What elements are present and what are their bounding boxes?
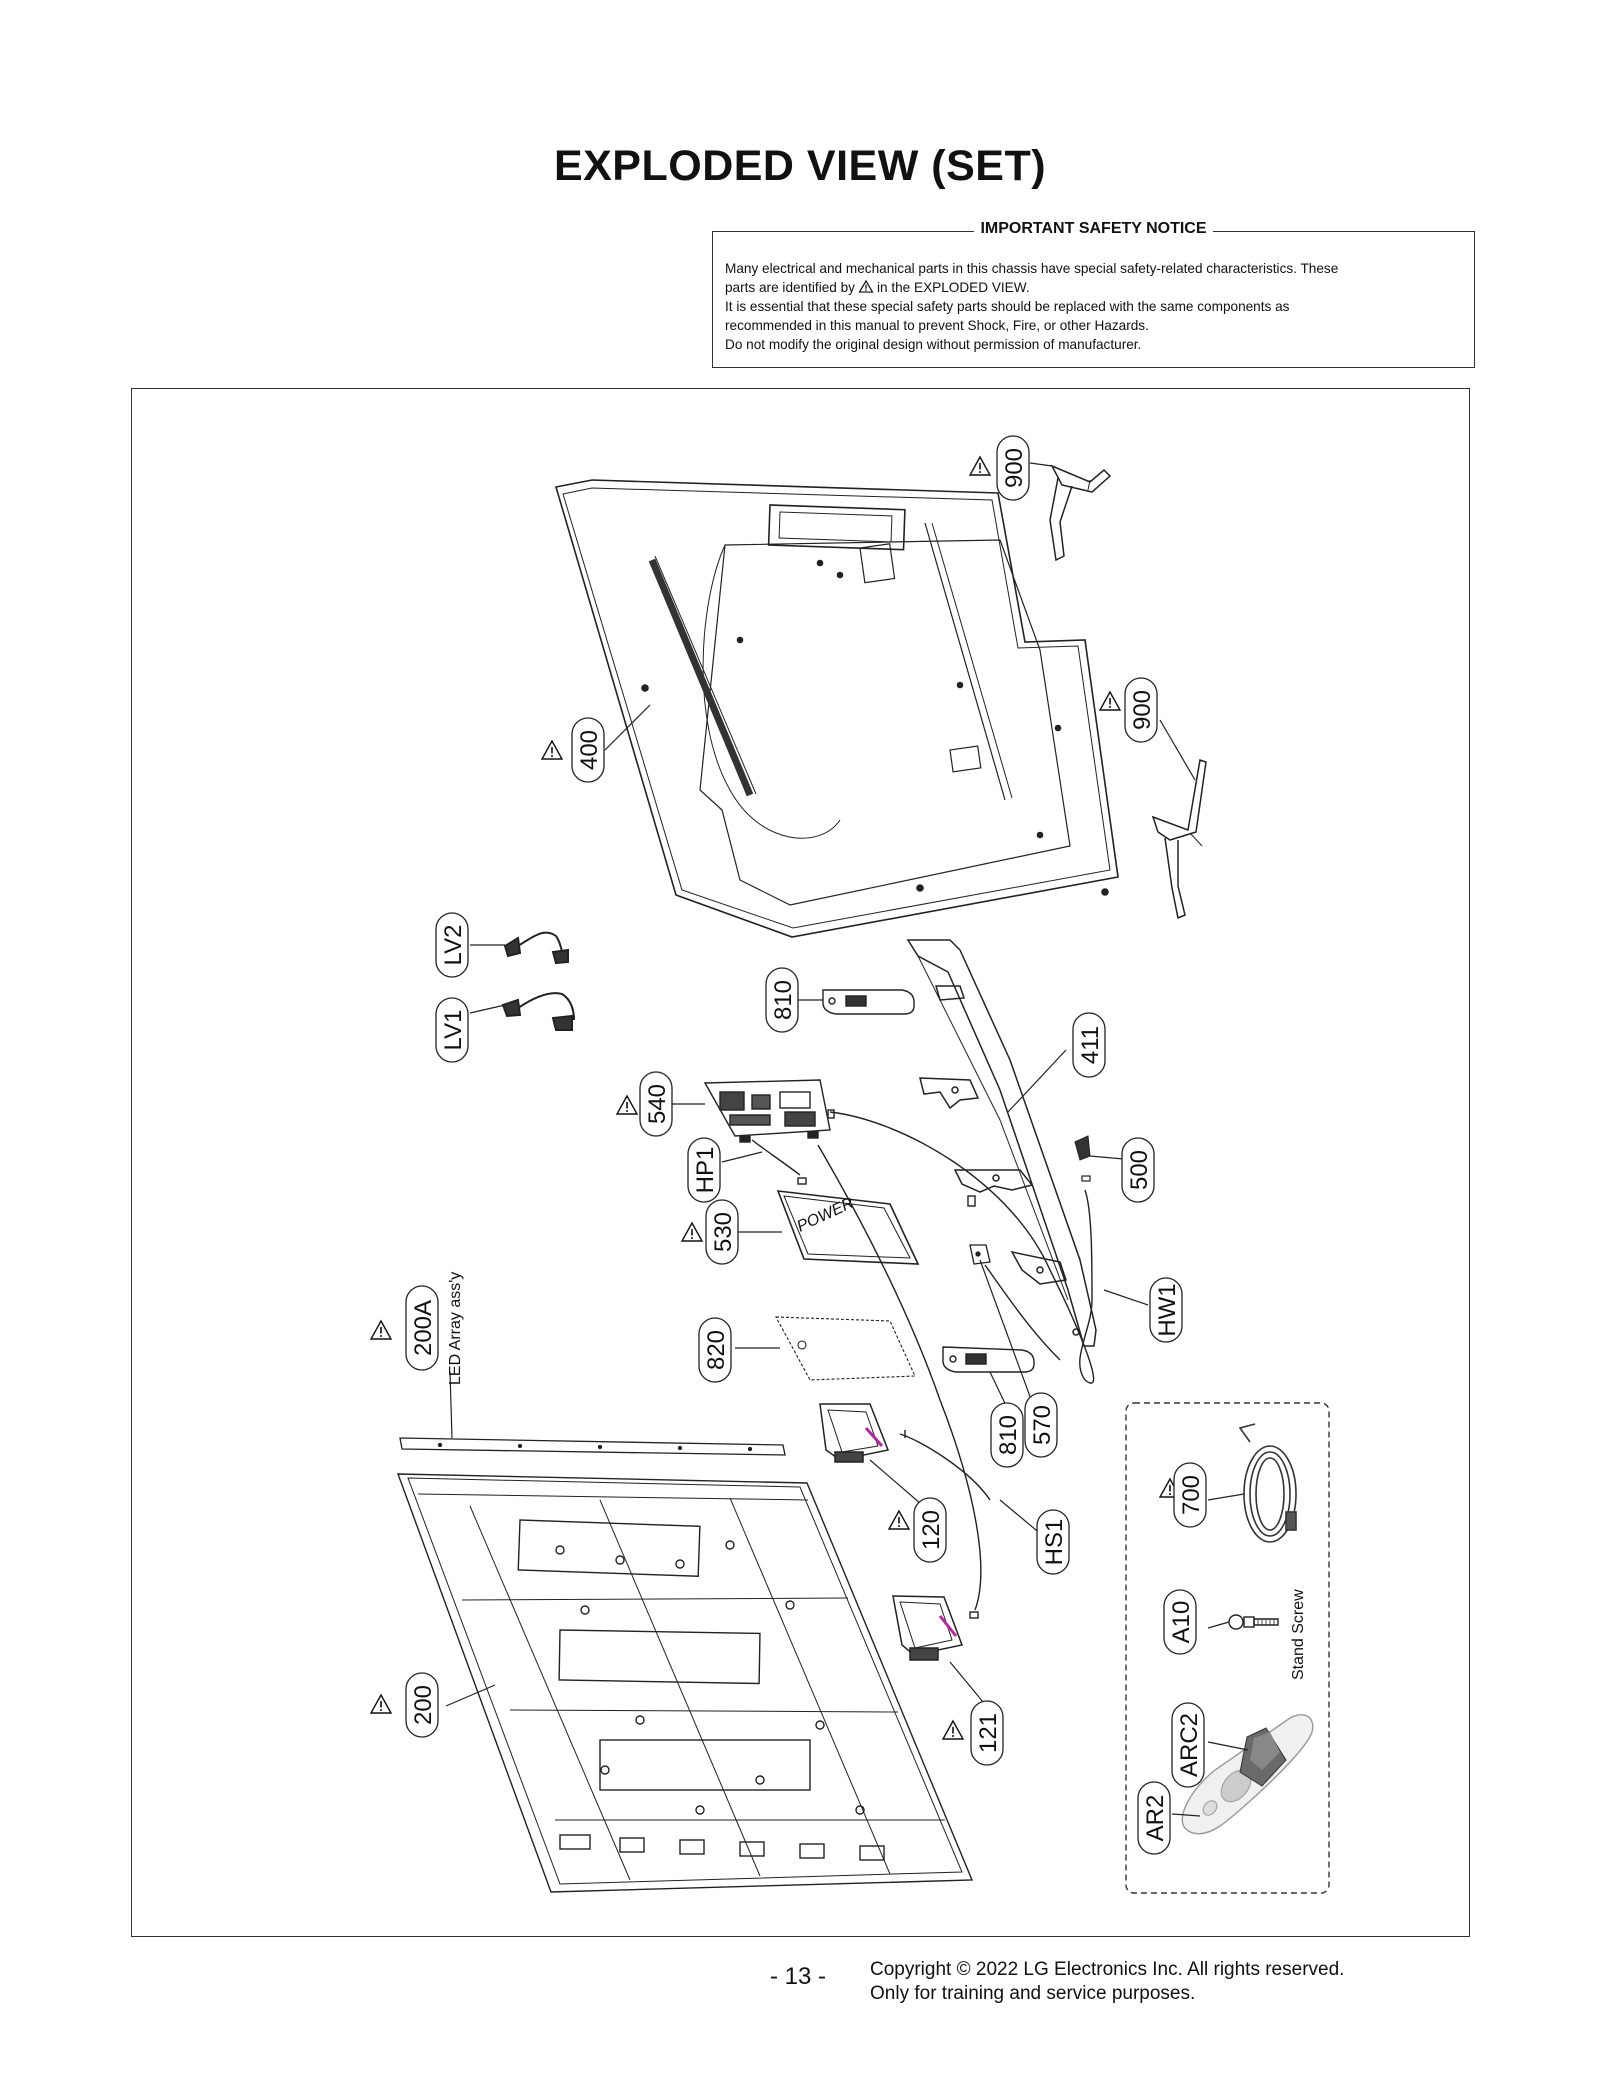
svg-text:LV2: LV2 <box>440 925 467 966</box>
part-label-200a: 200A <box>405 1285 439 1371</box>
power-cord-700 <box>1238 1423 1297 1543</box>
notice-line-1: Many electrical and mechanical parts in … <box>725 261 1339 276</box>
part-label-500: 500 <box>1121 1137 1155 1203</box>
svg-text:121: 121 <box>975 1713 1002 1753</box>
part-570 <box>969 1244 991 1265</box>
part-label-120: 120 <box>913 1497 947 1563</box>
part-label-lv2: LV2 <box>435 912 469 978</box>
part-label-lv1: LV1 <box>435 997 469 1063</box>
svg-text:ARC2: ARC2 <box>1176 1713 1203 1777</box>
svg-text:LV1: LV1 <box>440 1010 467 1051</box>
warning-icon <box>969 456 991 476</box>
leader-lines <box>445 462 1249 1817</box>
warning-icon <box>616 1095 638 1115</box>
stand-900-lower <box>1151 759 1207 920</box>
warning-icon <box>681 1222 703 1242</box>
svg-text:HP1: HP1 <box>692 1147 719 1194</box>
part-label-530: 530 <box>705 1199 739 1265</box>
warning-triangle-icon <box>858 280 874 293</box>
shield-820 <box>775 1316 916 1381</box>
accessory-box <box>1125 1402 1330 1894</box>
svg-text:500: 500 <box>1126 1150 1153 1190</box>
power-board-530: POWER <box>776 1190 920 1265</box>
part-label-400: 400 <box>571 717 605 783</box>
notice-line-4: recommended in this manual to prevent Sh… <box>725 318 1149 333</box>
panel-200 <box>396 1473 974 1893</box>
warning-icon <box>888 1510 910 1530</box>
svg-text:AR2: AR2 <box>1142 1795 1169 1842</box>
svg-text:900: 900 <box>1001 448 1028 488</box>
notice-line-5: Do not modify the original design withou… <box>725 337 1142 352</box>
part-label-820: 820 <box>698 1317 732 1383</box>
part-label-arc2: ARC2 <box>1171 1702 1205 1788</box>
frame-411 <box>906 939 1097 1347</box>
svg-text:530: 530 <box>710 1212 737 1252</box>
svg-text:900: 900 <box>1129 690 1156 730</box>
svg-text:HS1: HS1 <box>1041 1519 1068 1566</box>
warning-icon <box>541 740 563 760</box>
part-label-121: 121 <box>970 1700 1004 1766</box>
stand-900-upper <box>1049 464 1112 562</box>
wires <box>751 1109 1095 1619</box>
back-cover-400 <box>554 479 1119 938</box>
led-array-200a <box>399 1437 786 1456</box>
part-label-810b: 810 <box>990 1402 1024 1468</box>
page-number: - 13 - <box>770 1963 827 1990</box>
part-label-hp1: HP1 <box>687 1137 721 1203</box>
svg-text:810: 810 <box>995 1415 1022 1455</box>
part-label-hs1: HS1 <box>1036 1509 1070 1575</box>
bracket-810-upper <box>822 989 915 1015</box>
part-label-411: 411 <box>1072 1012 1106 1078</box>
svg-text:120: 120 <box>918 1510 945 1550</box>
main-board-540 <box>703 1079 831 1143</box>
exploded-view-frame <box>131 388 1470 1937</box>
stand-screw-note: Stand Screw <box>1290 1589 1307 1680</box>
training-line: Only for training and service purposes. <box>870 1983 1196 2004</box>
part-500 <box>1074 1135 1091 1182</box>
part-label-570: 570 <box>1024 1392 1058 1458</box>
part-label-700: 700 <box>1173 1462 1207 1528</box>
page-title: EXPLODED VIEW (SET) <box>553 142 1047 190</box>
part-label-hw1: HW1 <box>1149 1277 1183 1343</box>
part-label-900a: 900 <box>996 435 1030 501</box>
part-label-200: 200 <box>405 1672 439 1738</box>
notice-line-3: It is essential that these special safet… <box>725 299 1290 314</box>
svg-text:810: 810 <box>770 980 797 1020</box>
part-label-a10: A10 <box>1163 1589 1197 1655</box>
svg-text:820: 820 <box>703 1330 730 1370</box>
speaker-120 <box>819 1403 890 1463</box>
bracket-810-lower <box>942 1346 1035 1373</box>
footer-copyright: Copyright © 2022 LG Electronics Inc. All… <box>870 1958 1344 2006</box>
part-label-540: 540 <box>639 1071 673 1137</box>
svg-text:200A: 200A <box>410 1300 437 1356</box>
part-label-900b: 900 <box>1124 677 1158 743</box>
svg-text:540: 540 <box>644 1084 671 1124</box>
stand-screw-a10 <box>1228 1614 1279 1630</box>
lv2-cable <box>503 931 569 965</box>
warning-icon <box>370 1320 392 1340</box>
part-label-ar2: AR2 <box>1137 1781 1171 1855</box>
safety-notice-title: IMPORTANT SAFETY NOTICE <box>974 220 1213 237</box>
part-label-810a: 810 <box>765 967 799 1033</box>
safety-notice-body: Many electrical and mechanical parts in … <box>725 259 1463 354</box>
lv1-cable <box>501 992 575 1031</box>
led-array-note: LED Array ass'y <box>447 1272 464 1385</box>
warning-icon <box>370 1694 392 1714</box>
svg-text:A10: A10 <box>1168 1601 1195 1644</box>
safety-notice-box: IMPORTANT SAFETY NOTICE Many electrical … <box>712 220 1475 368</box>
svg-text:570: 570 <box>1029 1405 1056 1445</box>
svg-text:200: 200 <box>410 1685 437 1725</box>
svg-text:700: 700 <box>1178 1475 1205 1515</box>
svg-text:HW1: HW1 <box>1154 1283 1181 1336</box>
svg-text:411: 411 <box>1077 1026 1104 1064</box>
svg-text:400: 400 <box>576 730 603 770</box>
warning-icon <box>1099 691 1121 711</box>
speaker-121 <box>892 1595 964 1661</box>
warning-icon <box>942 1720 964 1740</box>
remote-ar2-arc2 <box>1181 1714 1314 1835</box>
copyright-line: Copyright © 2022 LG Electronics Inc. All… <box>870 1959 1345 1980</box>
